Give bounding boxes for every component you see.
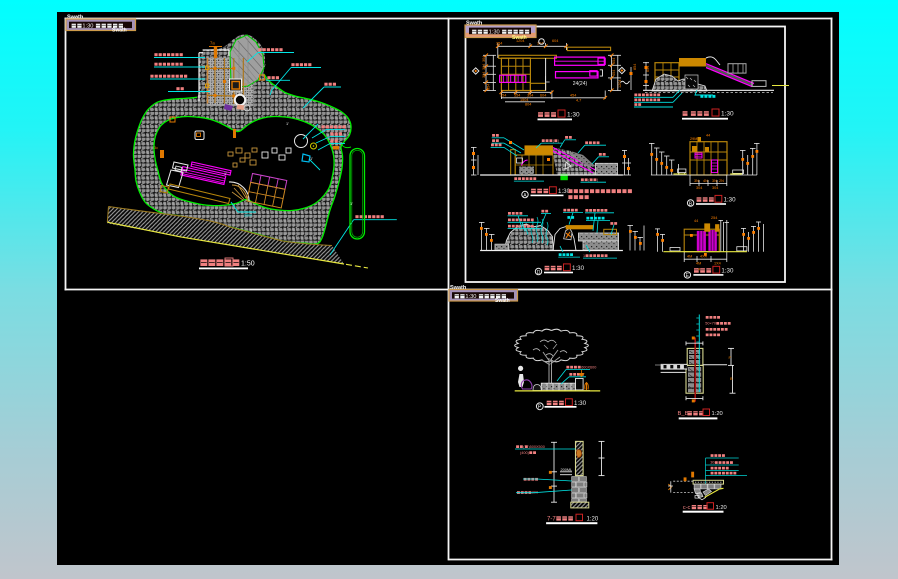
svg-text:1': 1' — [250, 228, 253, 233]
svg-text:354: 354 — [527, 94, 533, 98]
svg-text:454: 454 — [570, 94, 576, 98]
svg-text:Swath: Swath — [512, 35, 527, 41]
svg-text:Swath: Swath — [67, 15, 84, 21]
svg-text:3c: 3c — [154, 145, 158, 150]
svg-text:4M: 4M — [696, 262, 701, 266]
svg-text:Swath: Swath — [450, 285, 467, 291]
svg-text:E: E — [686, 273, 690, 279]
svg-text:P: P — [538, 405, 542, 411]
svg-text:1:30: 1:30 — [567, 112, 580, 119]
svg-text:4N: 4N — [703, 179, 708, 183]
svg-text:Swath: Swath — [112, 28, 127, 34]
svg-text:304: 304 — [537, 42, 543, 46]
svg-text:1:30: 1:30 — [465, 294, 476, 300]
svg-text:44: 44 — [694, 219, 698, 223]
svg-text:44: 44 — [706, 134, 710, 138]
svg-text:1504: 1504 — [520, 98, 528, 102]
svg-text:(400): (400) — [520, 451, 530, 455]
svg-text:24(24): 24(24) — [573, 81, 588, 87]
svg-text:304: 304 — [712, 186, 718, 190]
svg-text:4X4: 4X4 — [700, 255, 707, 259]
svg-text:304: 304 — [482, 72, 486, 78]
svg-text:1:30: 1:30 — [721, 111, 734, 118]
svg-text:454: 454 — [612, 70, 616, 76]
svg-text:1': 1' — [224, 171, 227, 176]
svg-text:1': 1' — [286, 121, 289, 126]
svg-text:304: 304 — [482, 64, 486, 70]
svg-text:1:30: 1:30 — [574, 400, 587, 407]
svg-text:1:20: 1:20 — [712, 411, 723, 417]
svg-text:304: 304 — [482, 56, 486, 62]
svg-text:1:50: 1:50 — [241, 261, 255, 268]
svg-text:1': 1' — [263, 63, 266, 68]
svg-text:1:30: 1:30 — [489, 29, 500, 35]
svg-text:29M: 29M — [690, 137, 697, 141]
svg-text:604: 604 — [540, 94, 546, 98]
svg-text:200ML: 200ML — [561, 468, 573, 472]
svg-text:854: 854 — [633, 64, 637, 70]
svg-text:804: 804 — [525, 103, 531, 107]
svg-text:Swath: Swath — [495, 298, 510, 304]
svg-text:(: ( — [553, 139, 555, 143]
svg-text:1204: 1204 — [516, 39, 524, 43]
svg-text:(: ( — [588, 178, 590, 182]
svg-text:7-7: 7-7 — [547, 516, 556, 522]
svg-text:1:20: 1:20 — [587, 516, 599, 522]
svg-text:1:30: 1:30 — [82, 23, 93, 29]
svg-text:3N: 3N — [694, 179, 699, 183]
svg-text:854: 854 — [487, 84, 491, 90]
svg-text:1:30: 1:30 — [558, 188, 571, 195]
svg-text:20M: 20M — [244, 213, 252, 218]
svg-text:30: 30 — [710, 461, 714, 465]
svg-text:): ) — [597, 178, 599, 182]
svg-text:1:30: 1:30 — [572, 265, 585, 272]
svg-text:554: 554 — [612, 58, 616, 64]
svg-text:(: ( — [523, 445, 525, 449]
svg-text:1': 1' — [350, 201, 353, 206]
svg-text:554: 554 — [514, 94, 520, 98]
svg-text:1': 1' — [310, 156, 313, 161]
svg-text:D: D — [537, 270, 541, 276]
svg-text:4,7: 4,7 — [576, 99, 581, 103]
svg-text:B: B — [689, 201, 693, 207]
svg-text:3N: 3N — [712, 179, 717, 183]
svg-text:B_B: B_B — [678, 411, 689, 417]
svg-text:604: 604 — [646, 66, 650, 72]
svg-text:1:20: 1:20 — [716, 505, 727, 511]
svg-text:F1: F1 — [243, 82, 248, 87]
svg-text:50×70: 50×70 — [705, 322, 716, 326]
svg-text:)500X500: )500X500 — [528, 445, 544, 449]
svg-text:A: A — [523, 193, 527, 199]
svg-text:7a: 7a — [210, 41, 215, 46]
svg-text:1:30: 1:30 — [721, 267, 734, 274]
svg-text:1:30: 1:30 — [724, 196, 737, 203]
svg-text:354: 354 — [496, 42, 502, 46]
svg-text:1X4: 1X4 — [714, 262, 721, 266]
svg-text:1204: 1204 — [618, 80, 622, 88]
svg-text:2N: 2N — [719, 179, 724, 183]
svg-text:600X600: 600X600 — [581, 365, 596, 369]
svg-text:): ) — [558, 139, 560, 143]
svg-text:B: B — [730, 376, 733, 381]
svg-text:P: P — [729, 355, 732, 360]
svg-text:Swath: Swath — [466, 21, 483, 27]
svg-text:254: 254 — [711, 216, 717, 220]
svg-text:4M: 4M — [687, 255, 692, 259]
svg-text:c-c: c-c — [683, 505, 691, 511]
svg-text:1:: 1: — [583, 254, 586, 258]
svg-text:304: 304 — [696, 186, 702, 190]
svg-text:604: 604 — [552, 39, 558, 43]
svg-text:354: 354 — [500, 94, 506, 98]
